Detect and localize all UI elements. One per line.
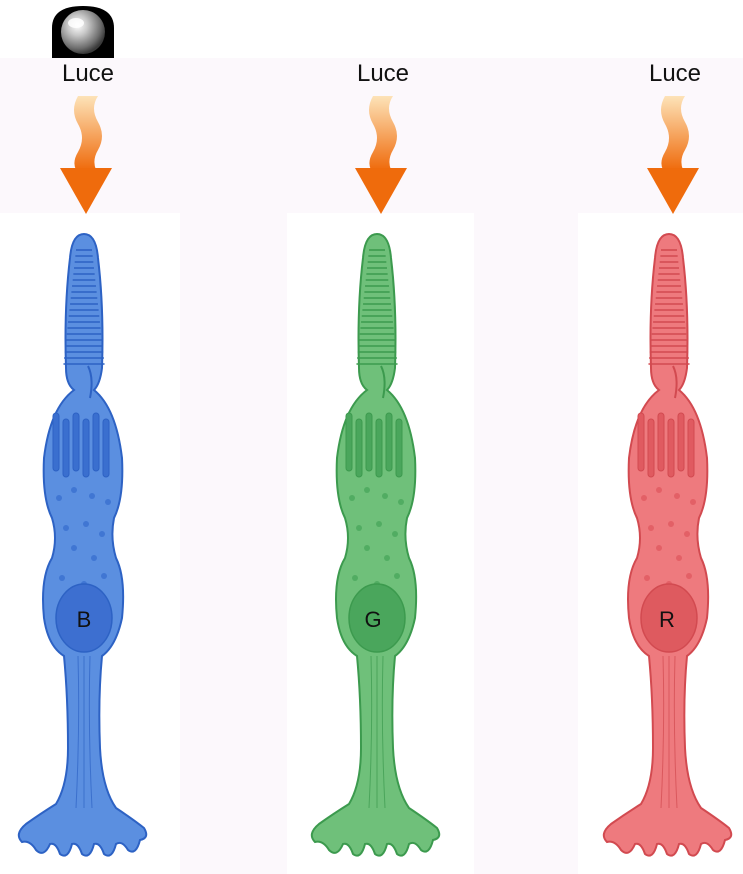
background-band-column	[180, 213, 287, 874]
light-label: Luce	[323, 60, 443, 88]
cone-cell-green	[297, 228, 457, 868]
light-arrow-icon	[643, 96, 703, 218]
light-arrow-icon	[56, 96, 116, 218]
cell-label: B	[64, 607, 104, 633]
cone-cell-red	[589, 228, 743, 868]
light-label: Luce	[615, 60, 735, 88]
light-arrow-icon	[351, 96, 411, 218]
light-label: Luce	[28, 60, 148, 88]
sphere-icon	[52, 6, 114, 58]
cell-label: G	[353, 607, 393, 633]
cone-cell-blue	[4, 228, 164, 868]
cell-label: R	[647, 607, 687, 633]
background-band-column	[474, 213, 578, 874]
